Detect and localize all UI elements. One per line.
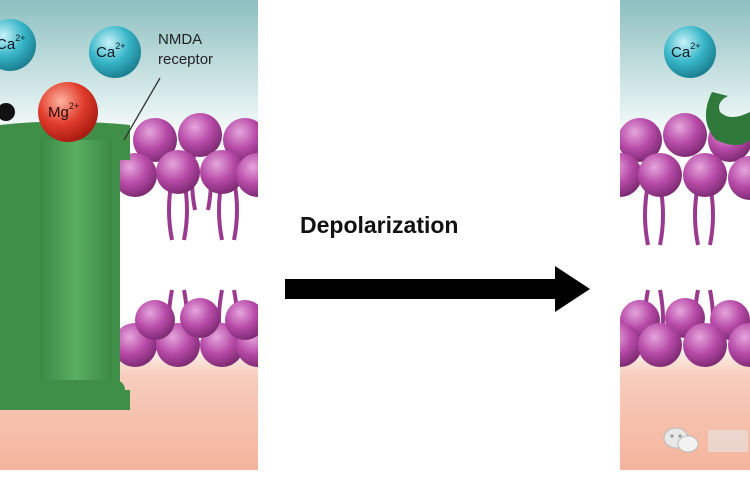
receptor-pointer-line	[123, 77, 161, 141]
process-arrow	[285, 266, 590, 312]
nmda-label-line1: NMDA	[158, 31, 203, 48]
nmda-receptor-label: NMDA receptor	[158, 30, 258, 70]
calcium-ion-2-label: Ca2+	[96, 41, 126, 61]
calcium-ion-right	[664, 26, 716, 78]
magnesium-ion	[38, 82, 98, 142]
calcium-ion-2	[89, 26, 141, 78]
depolarization-label: Depolarization	[300, 212, 459, 238]
nmda-receptor-channel	[0, 121, 130, 410]
left-membrane-panel: Ca2+ Ca2+ Mg2+ NMDA receptor	[0, 0, 258, 470]
calcium-ion-1	[0, 19, 36, 71]
receptor-fragment-right	[705, 92, 750, 145]
magnesium-ion-label: Mg2+	[48, 101, 80, 121]
right-membrane-illustration	[620, 0, 750, 470]
calcium-ion-1-label: Ca2+	[0, 33, 26, 53]
ion-dark-fragment	[0, 103, 15, 121]
lipid-bilayer-left	[0, 113, 258, 367]
nmda-label-line2: receptor	[158, 51, 214, 68]
extracellular-background-right	[620, 0, 750, 470]
wechat-icon	[663, 427, 748, 453]
right-membrane-panel: Ca2+	[620, 0, 750, 470]
left-membrane-illustration	[0, 0, 258, 470]
calcium-ion-right-label: Ca2+	[671, 41, 701, 61]
